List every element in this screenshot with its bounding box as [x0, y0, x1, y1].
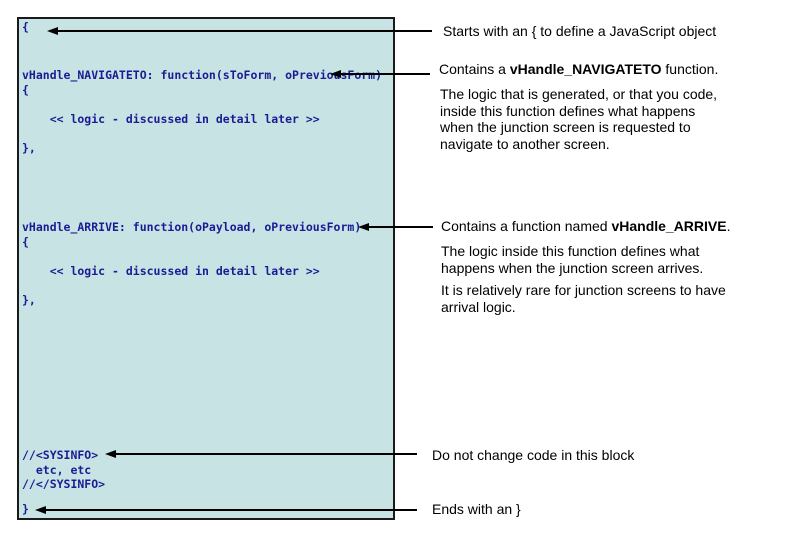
- annotation-starts-with: Starts with an { to define a JavaScript …: [443, 23, 717, 39]
- arrow-opening-brace: [47, 26, 432, 36]
- code-opening-brace: {: [22, 20, 29, 34]
- arrow-line: [116, 453, 417, 455]
- annotation-arrive-detail: The logic inside this function defines w…: [441, 243, 704, 276]
- annotation-suffix: .: [726, 218, 731, 234]
- annotation-arrive-note: It is relatively rare for junction scree…: [441, 282, 726, 315]
- arrow-line: [341, 73, 430, 75]
- annotation-sysinfo-note: Do not change code in this block: [432, 447, 635, 463]
- arrive-term: vHandle_ARRIVE: [611, 218, 727, 234]
- arrowhead-left-icon: [105, 450, 116, 458]
- code-box: { vHandle_NAVIGATETO: function(sToForm, …: [17, 17, 395, 520]
- code-closing-brace: }: [22, 502, 29, 516]
- arrow-line: [369, 226, 433, 228]
- code-sysinfo-block: //<SYSINFO> etc, etc //</SYSINFO>: [22, 448, 106, 491]
- annotation-contains-arrive: Contains a function named vHandle_ARRIVE…: [441, 218, 731, 235]
- arrow-arrive: [358, 222, 433, 232]
- arrowhead-left-icon: [35, 506, 46, 514]
- navigateto-term: vHandle_NAVIGATETO: [509, 61, 662, 77]
- arrowhead-left-icon: [47, 27, 58, 35]
- arrow-sysinfo: [105, 449, 417, 459]
- code-arrive-block: vHandle_ARRIVE: function(oPayload, oPrev…: [22, 220, 362, 307]
- arrowhead-left-icon: [358, 223, 369, 231]
- arrowhead-left-icon: [330, 70, 341, 78]
- annotation-suffix: function.: [661, 61, 719, 77]
- annotation-navigateto-detail: The logic that is generated, or that you…: [440, 86, 718, 152]
- arrow-closing-brace: [35, 505, 417, 515]
- arrow-line: [58, 30, 432, 32]
- annotation-prefix: Contains a: [439, 61, 510, 77]
- annotation-prefix: Contains a function named: [441, 218, 612, 234]
- annotation-contains-navigateto: Contains a vHandle_NAVIGATETO function.: [439, 61, 718, 78]
- code-navigateto-block: vHandle_NAVIGATETO: function(sToForm, oP…: [22, 68, 383, 155]
- annotation-ends-with: Ends with an }: [432, 501, 521, 517]
- arrow-navigateto: [330, 69, 430, 79]
- arrow-line: [46, 509, 417, 511]
